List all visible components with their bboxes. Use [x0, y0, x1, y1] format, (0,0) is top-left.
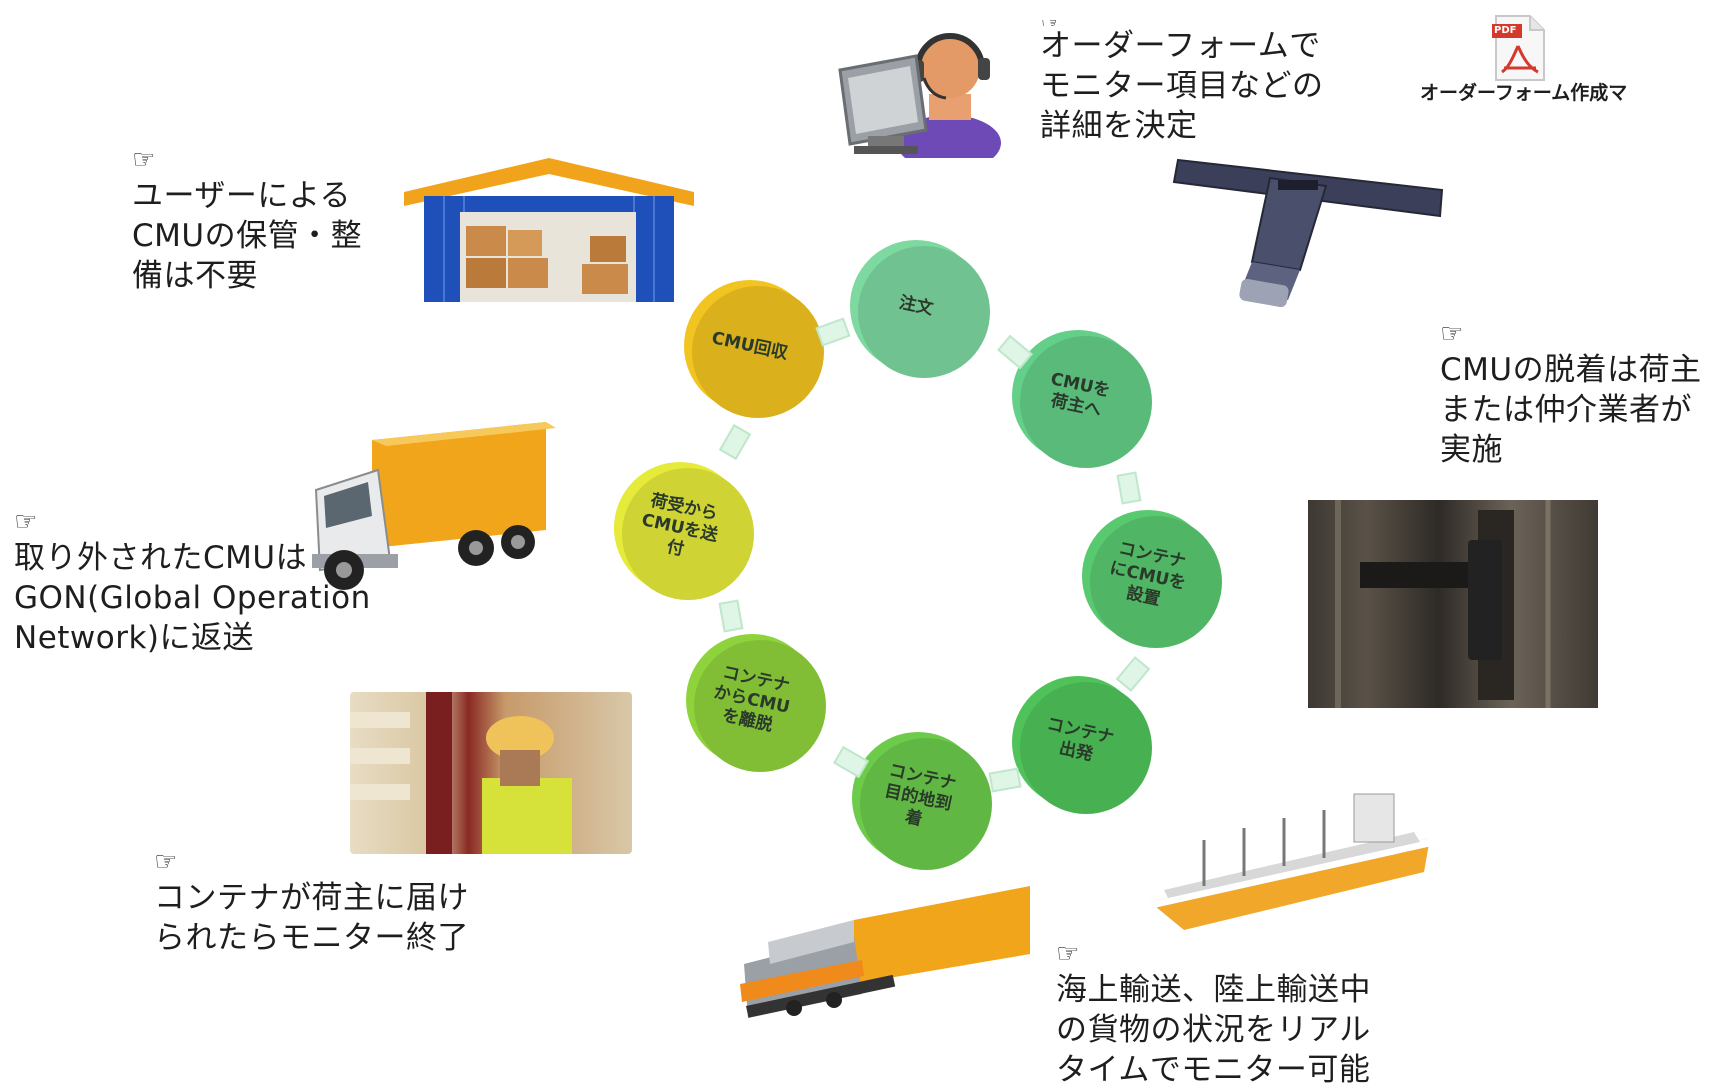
pdf-file-icon — [1492, 15, 1545, 81]
cycle-step-2: CMUを 荷主へ — [1012, 330, 1144, 462]
pointing-hand-icon: ☞ — [1440, 319, 1464, 349]
delivered-note: ☞ コンテナが荷主に届け られたらモニター終了 — [154, 848, 469, 958]
truck-icon — [312, 422, 556, 590]
transport-note-text: 海上輸送、陸上輸送中 の貨物の状況をリアル タイムでモニター可能 — [1056, 972, 1371, 1088]
cycle-step-5: コンテナ 目的地到 着 — [852, 732, 984, 864]
cycle-arrow-icon — [718, 424, 752, 460]
worker-photo — [350, 692, 632, 854]
cycle-arrow-icon — [815, 317, 851, 347]
container-door-photo — [1308, 500, 1598, 708]
storage-note: ☞ ユーザーによる CMUの保管・整 備は不要 — [132, 146, 362, 296]
warehouse-icon — [404, 158, 694, 302]
return-note-text: 取り外されたCMUは GON(Global Operation Network)… — [14, 540, 371, 656]
cycle-step-label: コンテナ 目的地到 着 — [882, 760, 958, 830]
cycle-step-8: CMU回収 — [684, 280, 816, 412]
pointing-hand-icon: ☞ — [1040, 20, 1324, 26]
cmu-device-icon — [1172, 158, 1444, 308]
cycle-step-1: 注文 — [850, 240, 982, 372]
cycle-arrow-icon — [1115, 656, 1151, 692]
cycle-arrow-icon — [718, 599, 744, 633]
cycle-step-6: コンテナ からCMU を離脱 — [686, 634, 818, 766]
cycle-step-label: 荷受から CMUを送 付 — [640, 490, 720, 560]
cycle-arrow-icon — [1116, 471, 1142, 505]
return-note: ☞ 取り外されたCMUは GON(Global Operation Networ… — [14, 508, 371, 658]
headset-operator-icon — [838, 33, 1001, 158]
attach-note: ☞ CMUの脱着は荷主 または仲介業者が 実施 — [1440, 320, 1702, 470]
order-note: ☞ オーダーフォームで モニター項目などの 詳細を決定 — [1040, 20, 1324, 146]
pointing-hand-icon: ☞ — [132, 145, 156, 175]
transport-note: ☞ 海上輸送、陸上輸送中 の貨物の状況をリアル タイムでモニター可能 — [1056, 940, 1371, 1090]
cycle-arrow-icon — [988, 767, 1022, 793]
delivered-note-text: コンテナが荷主に届け られたらモニター終了 — [154, 880, 469, 956]
attach-note-text: CMUの脱着は荷主 または仲介業者が 実施 — [1440, 352, 1702, 468]
pdf-link[interactable]: PDF オーダーフォーム作成マ — [1420, 14, 1640, 104]
cycle-step-label: CMU回収 — [710, 327, 790, 364]
order-note-text: オーダーフォームで モニター項目などの 詳細を決定 — [1040, 28, 1324, 144]
ship-icon — [1150, 793, 1432, 930]
cycle-step-3: コンテナ にCMUを 設置 — [1082, 510, 1214, 642]
cycle-step-7: 荷受から CMUを送 付 — [614, 462, 746, 594]
cycle-step-label: コンテナ からCMU を離脱 — [712, 662, 792, 736]
cycle-step-label: CMUを 荷主へ — [1048, 369, 1112, 421]
train-icon — [740, 886, 1030, 1018]
pointing-hand-icon: ☞ — [154, 847, 178, 877]
cycle-step-label: 注文 — [897, 292, 935, 319]
pointing-hand-icon: ☞ — [14, 507, 38, 537]
pointing-hand-icon: ☞ — [1056, 939, 1080, 969]
pdf-badge: PDF — [1494, 25, 1517, 36]
cycle-step-label: コンテナ にCMUを 設置 — [1108, 538, 1188, 610]
cycle-step-label: コンテナ 出発 — [1044, 714, 1116, 766]
storage-note-text: ユーザーによる CMUの保管・整 備は不要 — [132, 178, 363, 294]
cycle-step-4: コンテナ 出発 — [1012, 676, 1144, 808]
pdf-label: オーダーフォーム作成マ — [1420, 82, 1628, 104]
